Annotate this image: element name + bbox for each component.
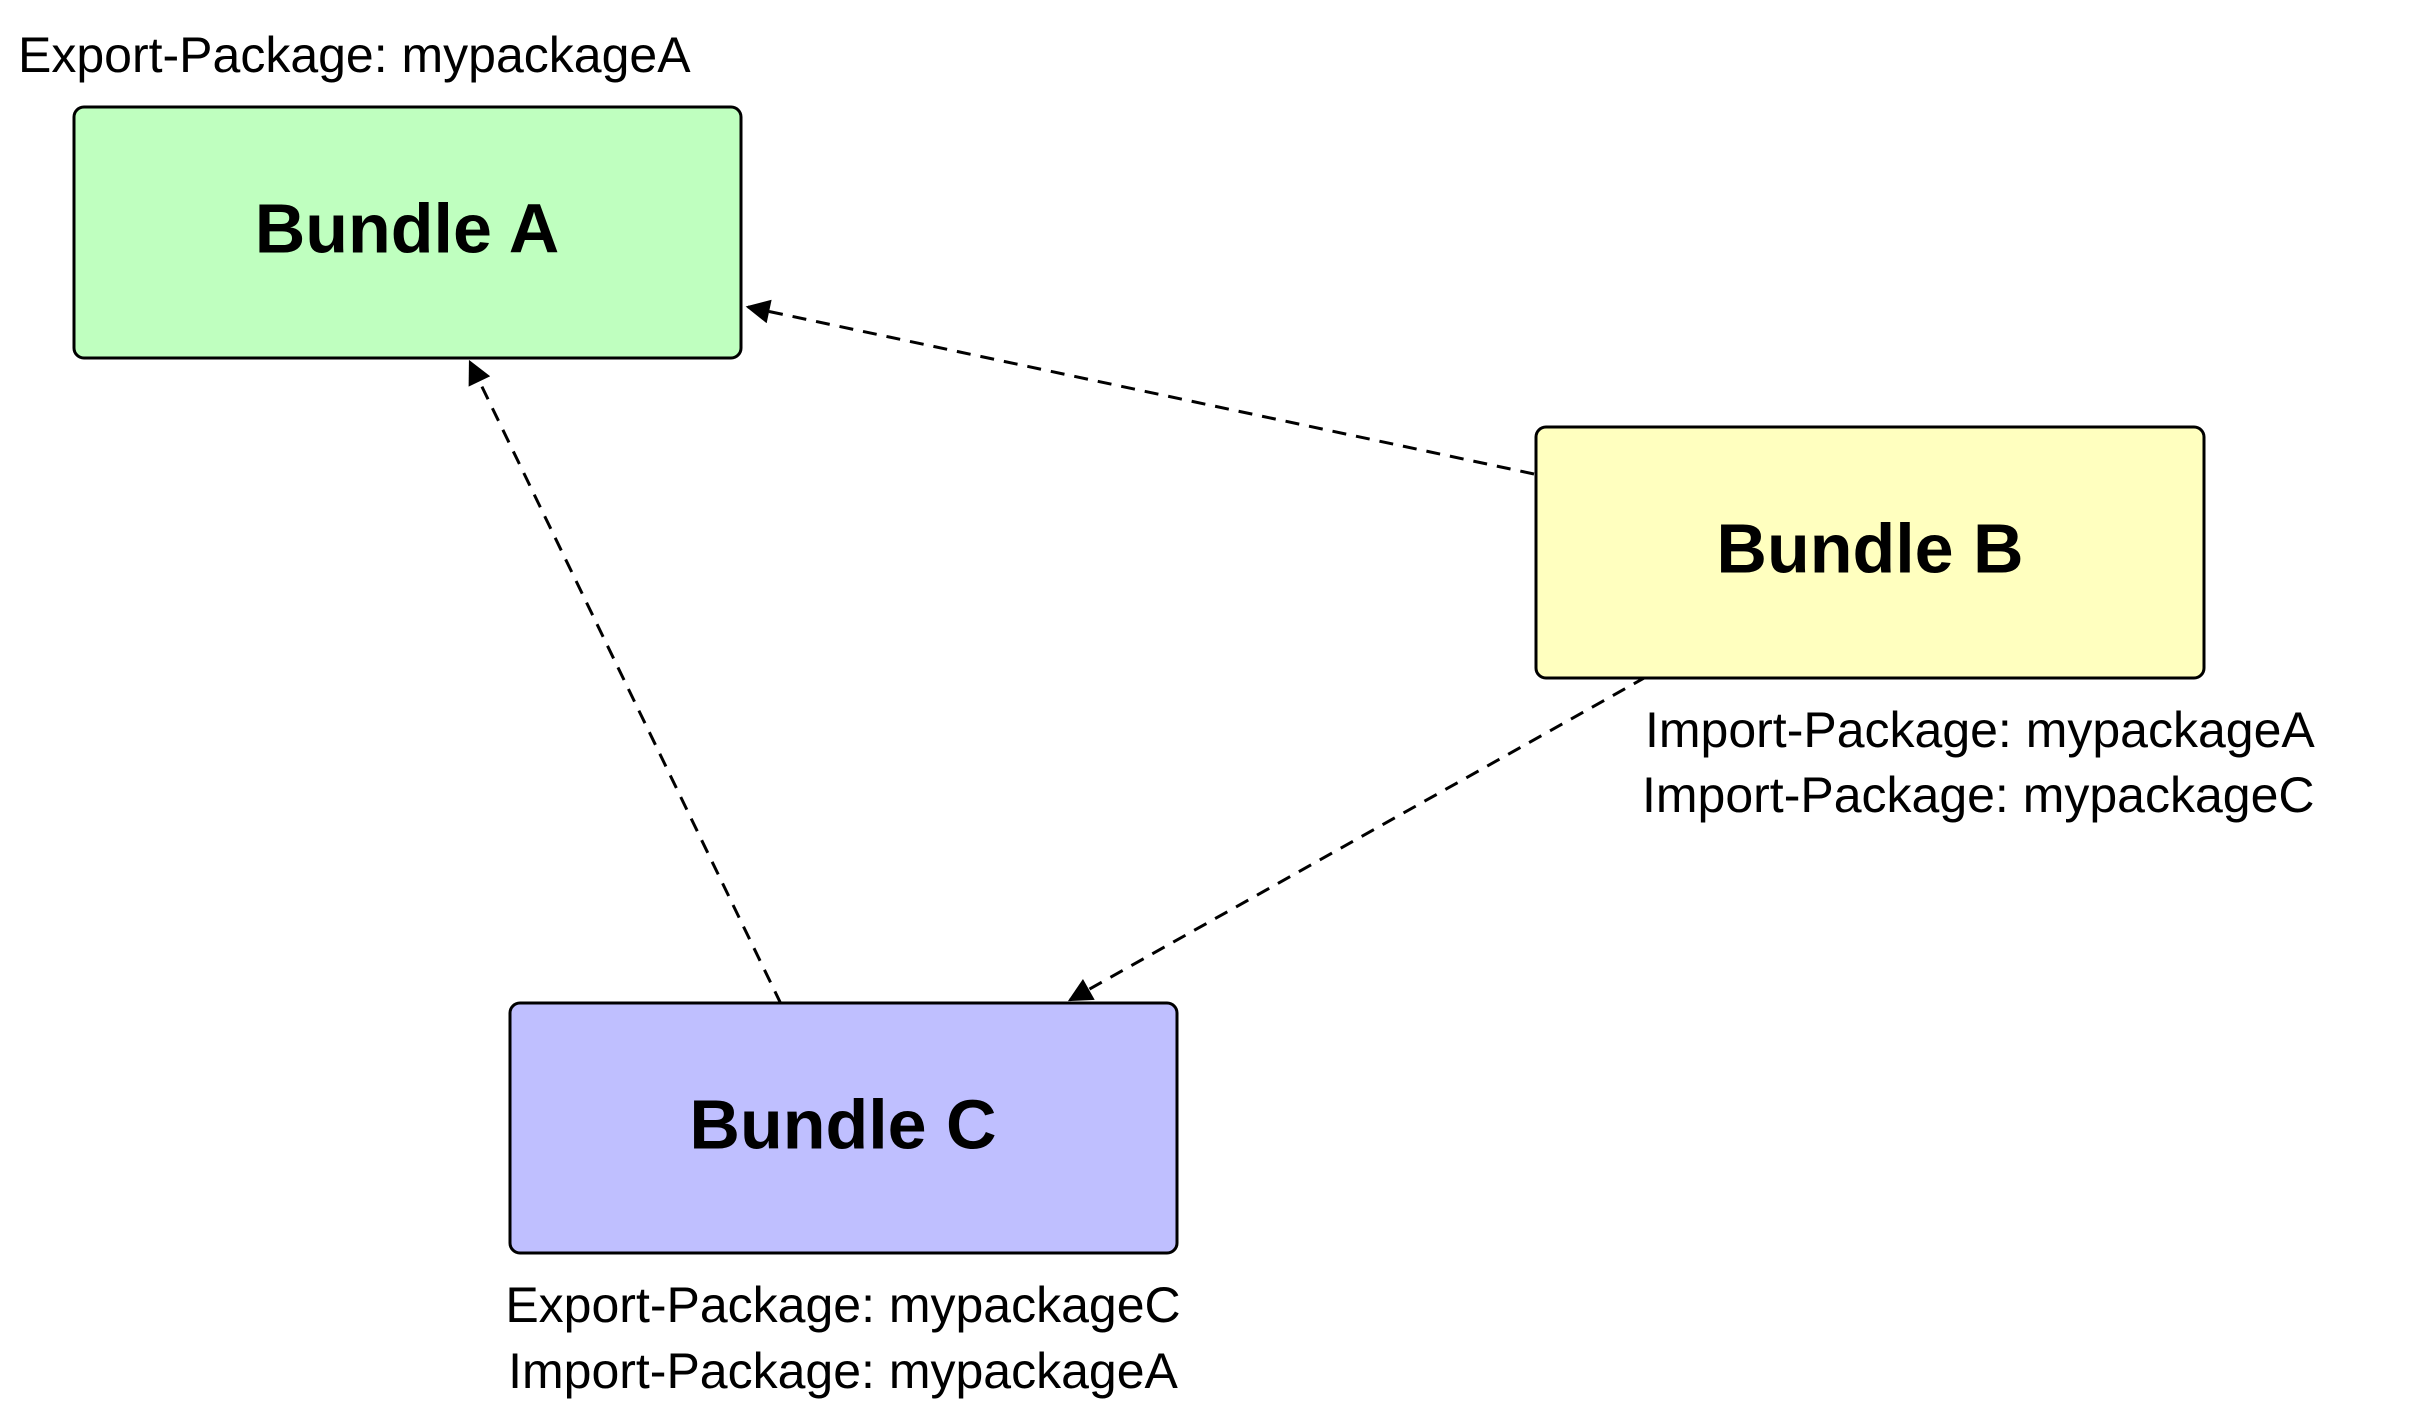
bundle-b[interactable]: Bundle B <box>1534 425 2206 680</box>
bundle-c-label: Bundle C <box>689 1085 996 1163</box>
bundle-b-box <box>1534 425 2206 680</box>
bundle-a-box <box>72 105 743 360</box>
bundle-b-import-note-1: Import-Package: mypackageA <box>1645 702 2315 758</box>
bundle-c[interactable]: Bundle C <box>508 1001 1179 1255</box>
bundle-c-import-note: Import-Package: mypackageA <box>508 1343 1178 1399</box>
bundle-a-label: Bundle A <box>255 189 560 267</box>
bundle-c-export-note: Export-Package: mypackageC <box>505 1277 1180 1333</box>
bundle-a[interactable]: Bundle A <box>72 105 743 360</box>
bundle-b-import-note-2: Import-Package: mypackageC <box>1642 767 2315 823</box>
arrow-bundle-b-to-bundle-a <box>745 299 1535 476</box>
bundle-a-export-note: Export-Package: mypackageA <box>18 27 691 83</box>
arrow-bundle-c-to-bundle-a <box>468 359 783 1005</box>
bundle-c-box <box>508 1001 1179 1255</box>
arrow-bundle-b-to-bundle-c <box>1067 675 1647 1002</box>
bundle-b-label: Bundle B <box>1716 509 2023 587</box>
